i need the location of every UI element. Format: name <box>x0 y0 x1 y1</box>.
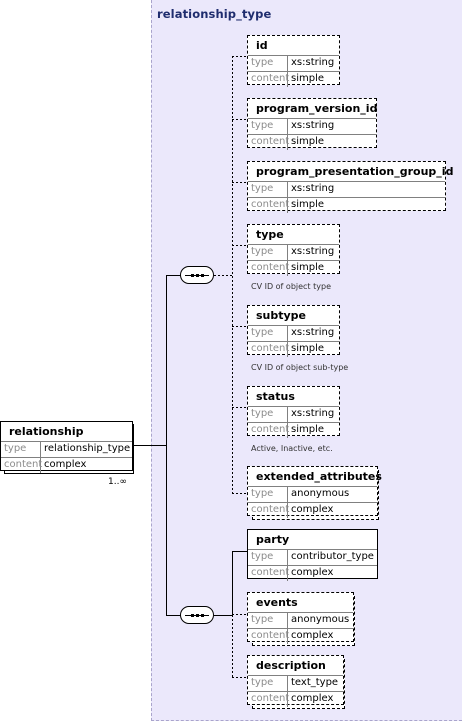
content-value: complex <box>291 567 334 578</box>
content-value: complex <box>291 504 334 515</box>
element-name: subtype <box>256 309 307 322</box>
root-name: relationship <box>9 425 84 438</box>
element-name: events <box>256 596 298 609</box>
content-label: content <box>248 566 289 581</box>
content-label: content <box>248 423 289 438</box>
element-name: program_version_id <box>256 102 378 115</box>
content-label: content <box>248 72 289 87</box>
element-name: status <box>256 390 295 403</box>
content-value: simple <box>291 262 325 273</box>
sequence-compositor-required[interactable] <box>180 606 214 624</box>
type-label: type <box>248 487 288 502</box>
content-value: simple <box>291 136 325 147</box>
type-label: type <box>248 550 288 565</box>
type-value: xs:string <box>291 408 335 419</box>
type-value: anonymous <box>291 614 350 625</box>
element-name: extended_attributes <box>256 470 382 483</box>
type-label: type <box>248 182 288 197</box>
content-value: simple <box>291 424 325 435</box>
content-value: complex <box>291 693 334 704</box>
type-label: type <box>248 676 288 691</box>
type-value: xs:string <box>291 57 335 68</box>
type-value: xs:string <box>291 183 335 194</box>
element-annotation: Active, Inactive, etc. <box>251 444 333 453</box>
content-value: simple <box>291 199 325 210</box>
root-content-value: complex <box>44 459 87 470</box>
content-value: complex <box>291 630 334 641</box>
element-name: program_presentation_group_id <box>256 165 454 178</box>
type-value: anonymous <box>291 488 350 499</box>
root-content-label: content <box>1 458 42 473</box>
type-label: type <box>248 245 288 260</box>
element-annotation: CV ID of object sub-type <box>251 363 349 372</box>
type-label: type <box>248 326 288 341</box>
complex-type-title: relationship_type <box>157 7 272 21</box>
sequence-icon <box>185 274 209 277</box>
content-label: content <box>248 135 289 150</box>
type-value: contributor_type <box>291 551 374 562</box>
content-label: content <box>248 503 289 518</box>
type-value: xs:string <box>291 327 335 338</box>
element-name: party <box>256 533 290 546</box>
type-value: xs:string <box>291 120 335 131</box>
type-value: xs:string <box>291 246 335 257</box>
type-value: text_type <box>291 677 339 688</box>
content-label: content <box>248 342 289 357</box>
content-value: simple <box>291 73 325 84</box>
content-label: content <box>248 261 289 276</box>
type-label: type <box>248 613 288 628</box>
element-name: type <box>256 228 284 241</box>
content-label: content <box>248 198 289 213</box>
content-label: content <box>248 692 289 707</box>
type-label: type <box>248 56 288 71</box>
type-label: type <box>248 119 288 134</box>
root-type-value: relationship_type <box>44 443 131 454</box>
element-name: id <box>256 39 268 52</box>
sequence-compositor-optional[interactable] <box>180 266 214 284</box>
type-label: type <box>248 407 288 422</box>
sequence-icon <box>185 614 209 617</box>
root-type-label: type <box>1 442 41 457</box>
element-annotation: CV ID of object type <box>251 282 331 291</box>
content-value: simple <box>291 343 325 354</box>
root-multiplicity: 1..∞ <box>108 477 127 487</box>
content-label: content <box>248 629 289 644</box>
element-name: description <box>256 659 326 672</box>
